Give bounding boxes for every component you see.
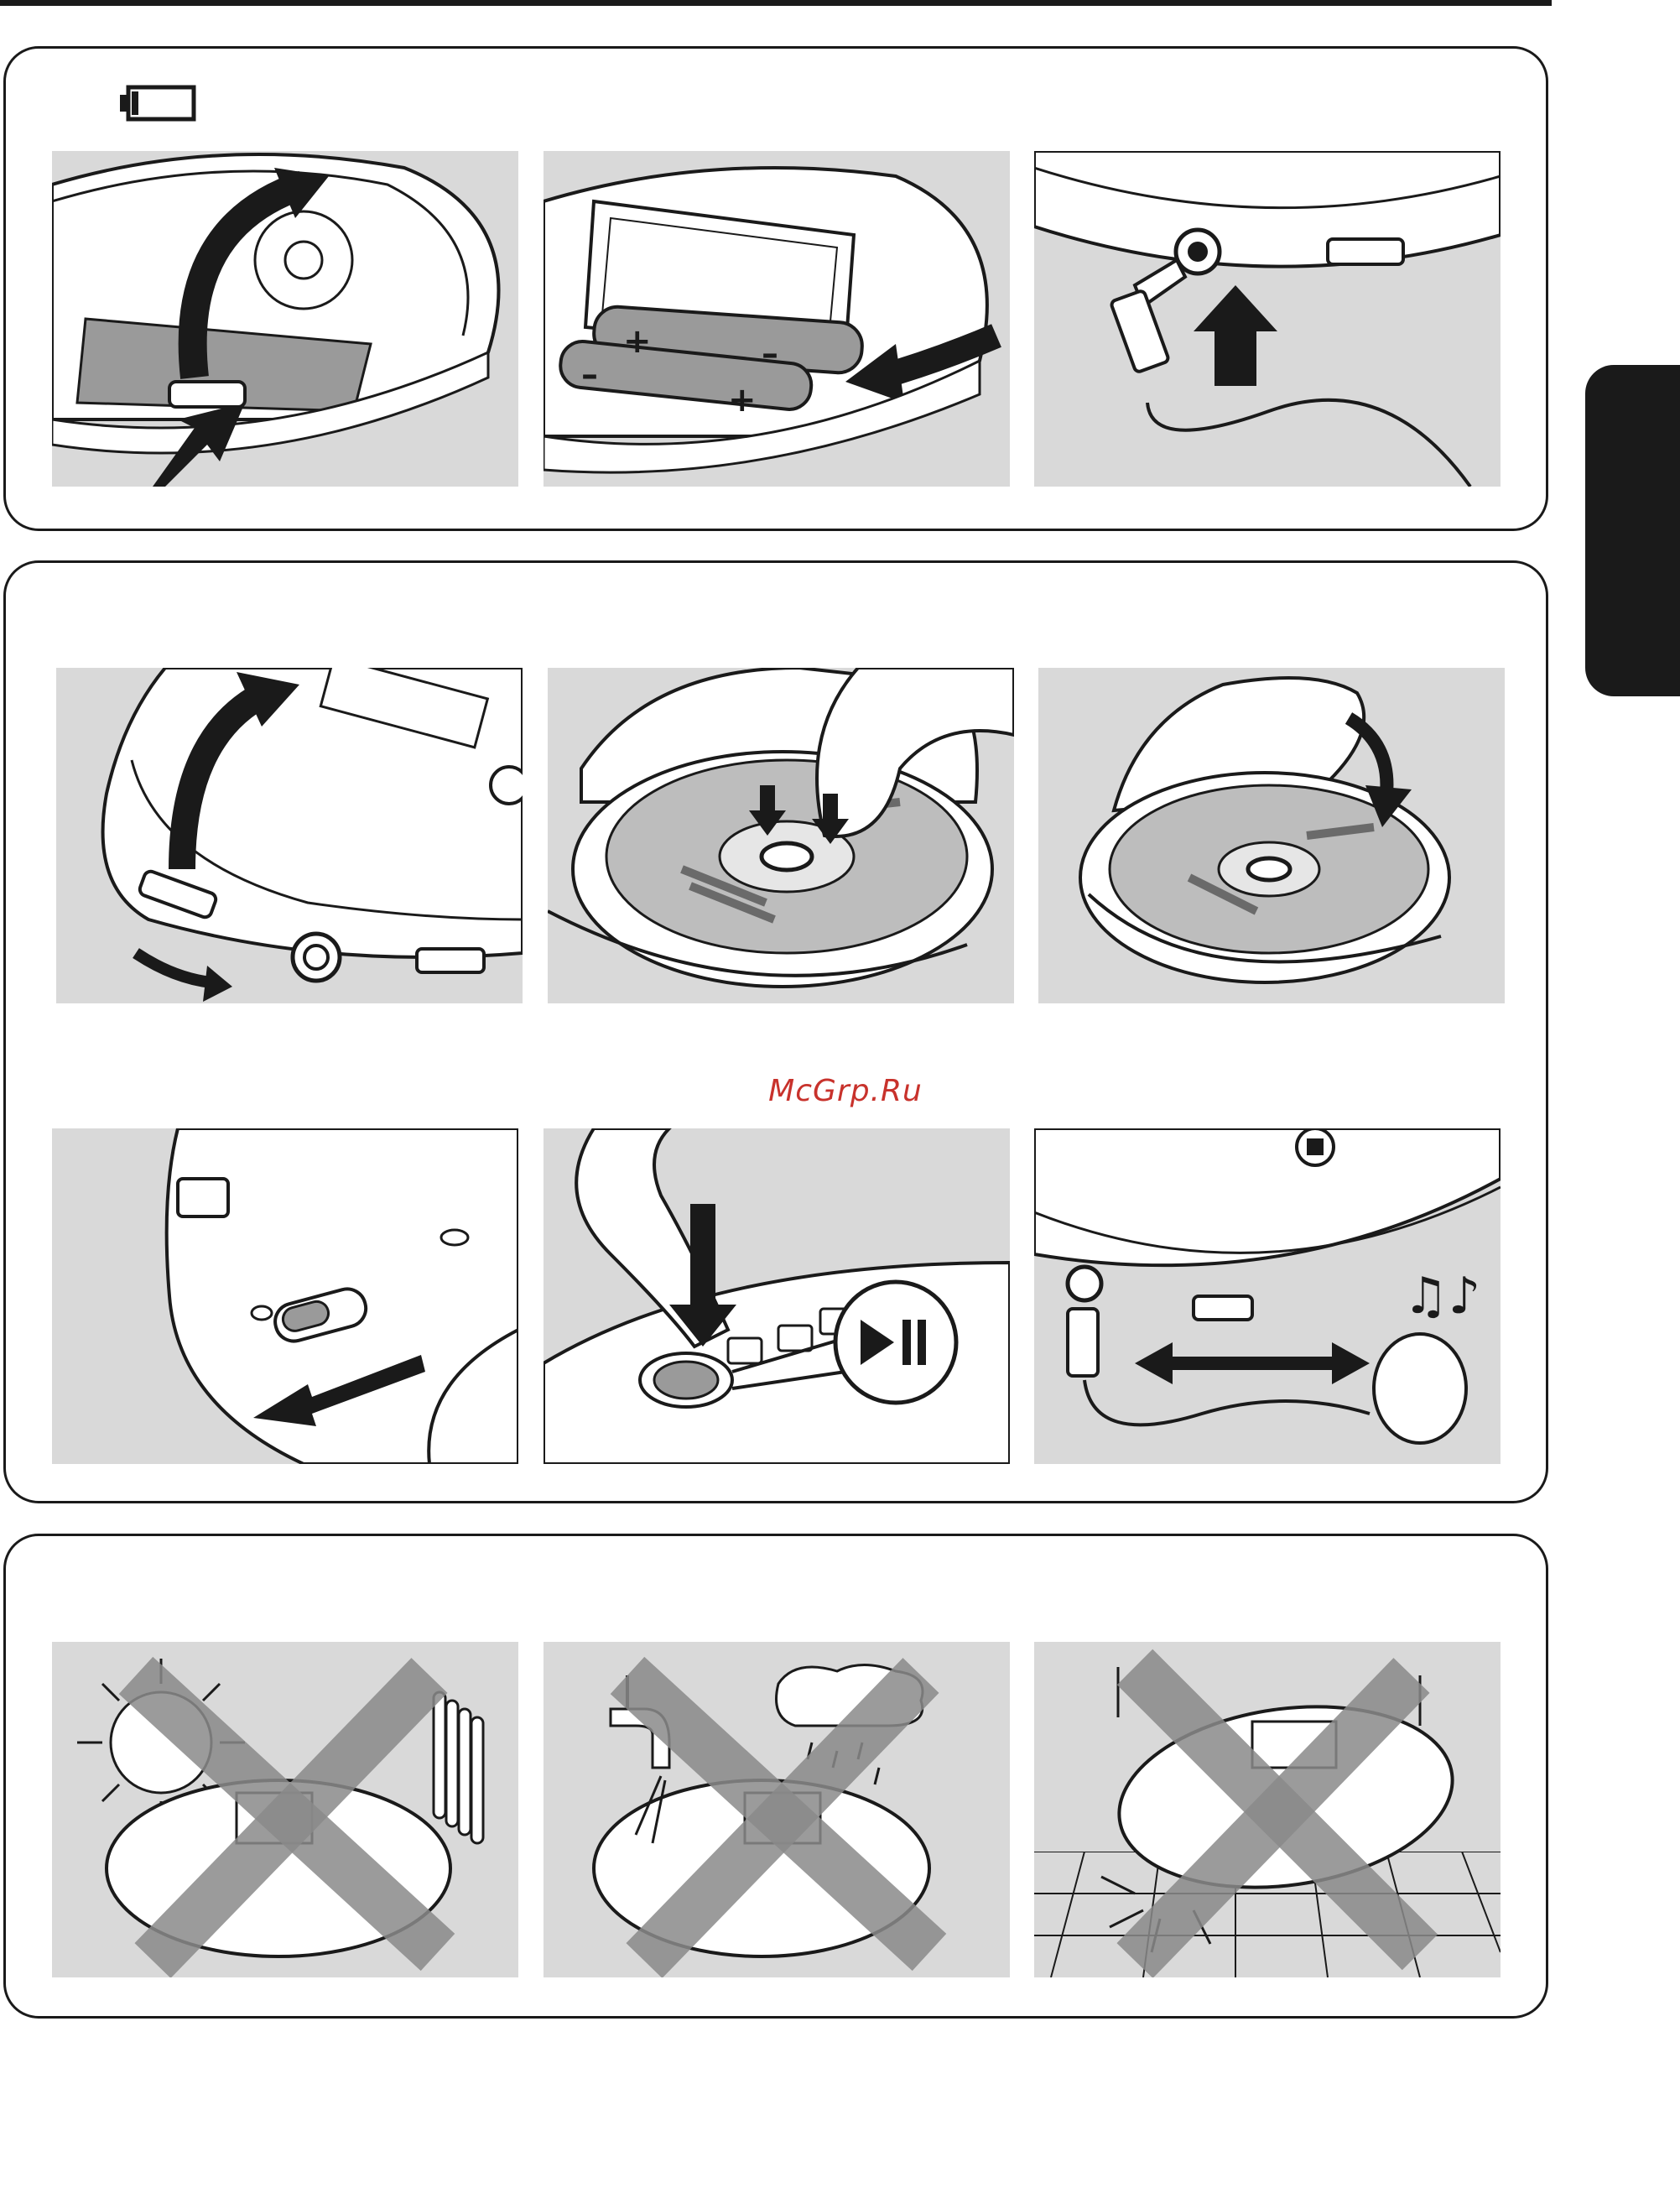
top-rule [0, 0, 1552, 6]
watermark-text: McGrp.Ru [762, 1074, 929, 1108]
panel-connect-headphones [1034, 151, 1501, 487]
panel-avoid-heat [52, 1642, 518, 1977]
panel-open-battery-cover [52, 151, 518, 487]
panel-avoid-water [544, 1642, 1010, 1977]
panel-open-lid [56, 668, 523, 1003]
panel-avoid-dropping [1034, 1642, 1501, 1977]
panel-close-lid [1038, 668, 1505, 1003]
panel-set-hold-switch [52, 1128, 518, 1464]
svg-text:+: + [623, 322, 652, 361]
panel-insert-batteries: + – – + [544, 151, 1010, 487]
panel-adjust-volume: ♫♪ [1034, 1128, 1501, 1464]
svg-text:–: – [581, 356, 598, 394]
battery-low-icon [117, 84, 197, 122]
panel-place-disc [548, 668, 1014, 1003]
svg-text:–: – [762, 335, 778, 373]
panel-press-play [544, 1128, 1010, 1464]
svg-text:♫♪: ♫♪ [1403, 1267, 1480, 1326]
language-tab [1585, 365, 1680, 696]
svg-text:+: + [728, 381, 757, 419]
